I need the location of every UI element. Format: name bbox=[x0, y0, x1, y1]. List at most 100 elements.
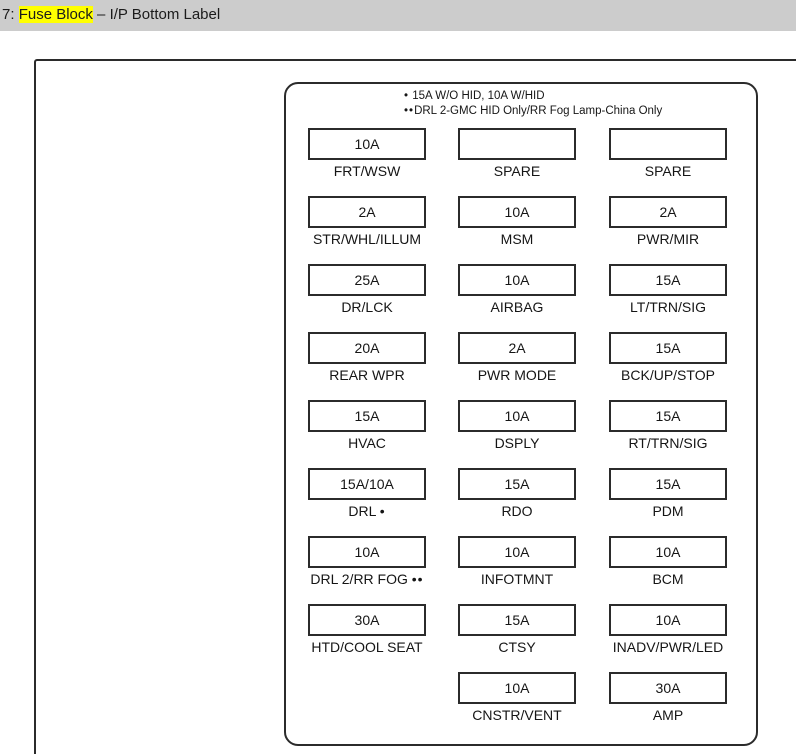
fuse-slot-label: LT/TRN/SIG bbox=[609, 299, 727, 315]
fuse-slot-box[interactable]: 10A bbox=[308, 128, 426, 160]
fuse-slot-label: DR/LCK bbox=[308, 299, 426, 315]
fuse-slot-label-text: DR/LCK bbox=[341, 299, 393, 315]
fuse-row: 2A STR/WHL/ILLUM 10A MSM 2A PWR/MIR bbox=[286, 196, 760, 264]
fuse-slot-label: RT/TRN/SIG bbox=[609, 435, 727, 451]
fuse-slot-label-text: MSM bbox=[500, 231, 534, 247]
fuse-row: 10A FRT/WSW SPARE SPARE bbox=[286, 128, 760, 196]
fuse-slot-label-text: PWR/MIR bbox=[636, 231, 700, 247]
fuse-cell: 15A LT/TRN/SIG bbox=[609, 264, 727, 315]
fuse-slot-label: MSM bbox=[458, 231, 576, 247]
title-prefix: 7: bbox=[2, 6, 19, 23]
fuse-slot-footnote-marker-icon: • bbox=[379, 503, 386, 519]
fuse-slot-label-text: SPARE bbox=[644, 163, 692, 179]
fuse-slot-label-text: FRT/WSW bbox=[333, 163, 401, 179]
fuse-slot-label-text: STR/WHL/ILLUM bbox=[312, 231, 422, 247]
footnote-line: ••DRL 2-GMC HID Only/RR Fog Lamp-China O… bbox=[404, 104, 754, 119]
fuse-slot-label-text: LT/TRN/SIG bbox=[630, 299, 706, 315]
fuse-slot-box[interactable]: 15A bbox=[609, 264, 727, 296]
fuse-slot-label-text: BCM bbox=[652, 571, 684, 587]
fuse-slot-label-text: RT/TRN/SIG bbox=[628, 435, 708, 451]
fuse-slot-box[interactable]: 25A bbox=[308, 264, 426, 296]
fuse-slot-box[interactable]: 30A bbox=[308, 604, 426, 636]
fuse-slot-label: CTSY bbox=[458, 639, 576, 655]
fuse-slot-box[interactable]: 15A bbox=[458, 468, 576, 500]
fuse-slot-box[interactable]: 15A bbox=[308, 400, 426, 432]
fuse-slot-box[interactable]: 15A/10A bbox=[308, 468, 426, 500]
fuse-slot-label-text: BCK/UP/STOP bbox=[621, 367, 715, 383]
fuse-slot-box[interactable]: 15A bbox=[609, 332, 727, 364]
fuse-slot-label: AMP bbox=[609, 707, 727, 723]
fuse-slot-label-text: DRL 2/RR FOG bbox=[310, 571, 408, 587]
fuse-cell: 10A DRL 2/RR FOG •• bbox=[308, 536, 426, 587]
fuse-slot-box[interactable]: 30A bbox=[609, 672, 727, 704]
fuse-slot-label: SPARE bbox=[458, 163, 576, 179]
fuse-slot-label: HVAC bbox=[308, 435, 426, 451]
fuse-slot-label: DRL • bbox=[308, 503, 426, 519]
fuse-slot-label: DSPLY bbox=[458, 435, 576, 451]
fuse-slot-box[interactable] bbox=[609, 128, 727, 160]
fuse-slot-label-text: HVAC bbox=[348, 435, 386, 451]
fuse-slot-box[interactable]: 10A bbox=[458, 400, 576, 432]
fuse-row: 15A HVAC 10A DSPLY 15A RT/TRN/SIG bbox=[286, 400, 760, 468]
footnote-text: DRL 2-GMC HID Only/RR Fog Lamp-China Onl… bbox=[414, 105, 663, 117]
fuse-slot-box[interactable]: 10A bbox=[609, 536, 727, 568]
fuse-slot-box[interactable]: 15A bbox=[609, 400, 727, 432]
footnote-line: • 15A W/O HID, 10A W/HID bbox=[404, 89, 754, 104]
page-title: 7: Fuse Block – I/P Bottom Label bbox=[2, 6, 220, 23]
fuse-row: 15A/10A DRL • 15A RDO 15A PDM bbox=[286, 468, 760, 536]
fuse-slot-label-text: HTD/COOL SEAT bbox=[311, 639, 423, 655]
fuse-slot-label-text: RDO bbox=[501, 503, 533, 519]
fuse-slot-box[interactable]: 10A bbox=[609, 604, 727, 636]
fuse-slot-label: HTD/COOL SEAT bbox=[308, 639, 426, 655]
fuse-slot-box[interactable]: 2A bbox=[308, 196, 426, 228]
fuse-slot-box[interactable]: 2A bbox=[609, 196, 727, 228]
fuse-cell: SPARE bbox=[609, 128, 727, 179]
fuse-slot-label: PWR/MIR bbox=[609, 231, 727, 247]
fuse-slot-label: STR/WHL/ILLUM bbox=[308, 231, 426, 247]
fuse-slot-label: DRL 2/RR FOG •• bbox=[308, 571, 426, 587]
fuse-cell: 25A DR/LCK bbox=[308, 264, 426, 315]
fuse-slot-label: SPARE bbox=[609, 163, 727, 179]
footnote-legend: • 15A W/O HID, 10A W/HID••DRL 2-GMC HID … bbox=[404, 89, 754, 119]
footnote-bullet-icon: • bbox=[404, 90, 410, 102]
fuse-slot-label-text: DSPLY bbox=[494, 435, 540, 451]
fuse-slot-label: BCK/UP/STOP bbox=[609, 367, 727, 383]
fuse-cell: 10A MSM bbox=[458, 196, 576, 247]
fuse-slot-label: PDM bbox=[609, 503, 727, 519]
fuse-slot-box[interactable]: 10A bbox=[458, 196, 576, 228]
fuse-cell: 15A CTSY bbox=[458, 604, 576, 655]
fuse-slot-box[interactable]: 15A bbox=[458, 604, 576, 636]
fuse-slot-box[interactable]: 10A bbox=[458, 264, 576, 296]
fuse-slot-box[interactable]: 10A bbox=[458, 672, 576, 704]
fuse-cell: 30A AMP bbox=[609, 672, 727, 723]
title-highlighted-term: Fuse Block bbox=[18, 6, 93, 23]
fuse-slot-label: RDO bbox=[458, 503, 576, 519]
fuse-cell: 15A BCK/UP/STOP bbox=[609, 332, 727, 383]
fuse-slot-label-text: AIRBAG bbox=[490, 299, 544, 315]
fuse-slot-label-text: SPARE bbox=[493, 163, 541, 179]
fuse-slot-box[interactable]: 15A bbox=[609, 468, 727, 500]
fuse-slot-label: CNSTR/VENT bbox=[458, 707, 576, 723]
fuse-slot-box[interactable]: 2A bbox=[458, 332, 576, 364]
fuse-slot-box[interactable] bbox=[458, 128, 576, 160]
fuse-slot-box[interactable]: 20A bbox=[308, 332, 426, 364]
fuse-slot-box[interactable]: 10A bbox=[308, 536, 426, 568]
fuse-slot-label: BCM bbox=[609, 571, 727, 587]
fuse-slot-box[interactable]: 10A bbox=[458, 536, 576, 568]
fuse-panel: • 15A W/O HID, 10A W/HID••DRL 2-GMC HID … bbox=[284, 82, 758, 746]
fuse-cell: 15A/10A DRL • bbox=[308, 468, 426, 519]
fuse-row: 25A DR/LCK 10A AIRBAG 15A LT/TRN/SIG bbox=[286, 264, 760, 332]
fuse-cell: 15A PDM bbox=[609, 468, 727, 519]
fuse-row: 10A CNSTR/VENT 30A AMP bbox=[286, 672, 760, 740]
title-suffix: – I/P Bottom Label bbox=[92, 6, 221, 23]
fuse-slot-label-text: CTSY bbox=[498, 639, 536, 655]
fuse-cell: 10A CNSTR/VENT bbox=[458, 672, 576, 723]
fuse-slot-label-text: CNSTR/VENT bbox=[472, 707, 562, 723]
